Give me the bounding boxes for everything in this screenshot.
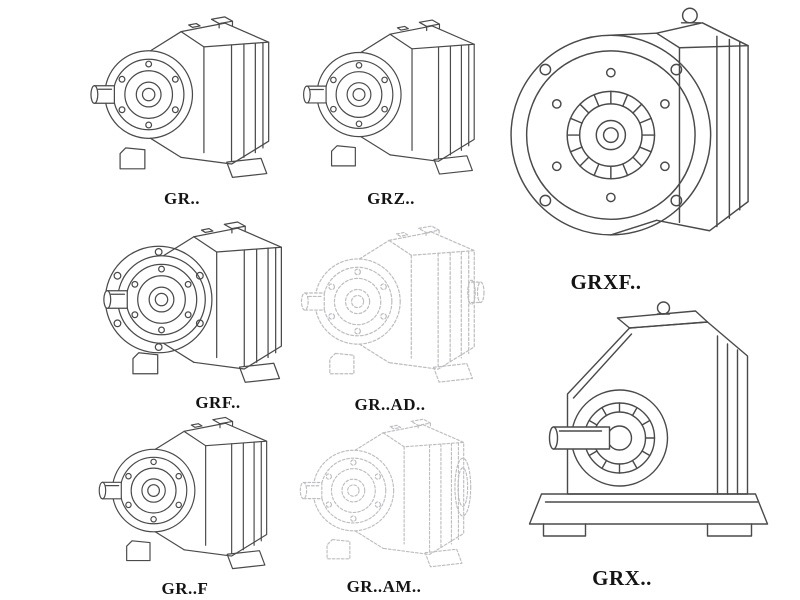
figure-gr-am: GR..AM.. <box>286 410 482 595</box>
shaft-front-gearbox-drawing <box>497 298 793 560</box>
figure-grxf: GRXF.. <box>492 2 790 293</box>
figure-grx: GRX.. <box>497 298 793 589</box>
inline-gearbox-with-motor-flange-drawing <box>286 410 472 572</box>
figure-gr: GR.. <box>82 6 282 207</box>
model-label-gr-am: GR..AM.. <box>346 577 422 596</box>
foot-mounted-gearbox-drawing <box>82 408 288 574</box>
motor-flange-detail <box>454 457 472 517</box>
inline-helical-gearbox-drawing <box>295 6 487 184</box>
model-label-grz: GRZ.. <box>367 189 415 208</box>
model-label-grxf: GRXF.. <box>570 270 642 294</box>
figure-grz: GRZ.. <box>295 6 487 207</box>
input-adapter-detail <box>467 279 485 305</box>
flange-inline-gearbox-drawing <box>84 212 298 388</box>
inline-gearbox-with-input-adapter-drawing <box>290 214 485 390</box>
figure-gr-f: GR..F <box>82 408 288 597</box>
model-label-grx: GRX.. <box>592 566 652 590</box>
figure-grf: GRF.. <box>84 212 298 411</box>
model-label-gr: GR.. <box>164 189 200 208</box>
model-label-gr-f: GR..F <box>161 579 209 598</box>
figure-gr-ad: GR..AD.. <box>290 214 490 413</box>
model-label-grf: GRF.. <box>195 393 241 412</box>
model-label-gr-ad: GR..AD.. <box>354 395 426 414</box>
inline-helical-gearbox-drawing <box>82 6 282 184</box>
flange-mounted-gearbox-drawing <box>492 2 790 264</box>
